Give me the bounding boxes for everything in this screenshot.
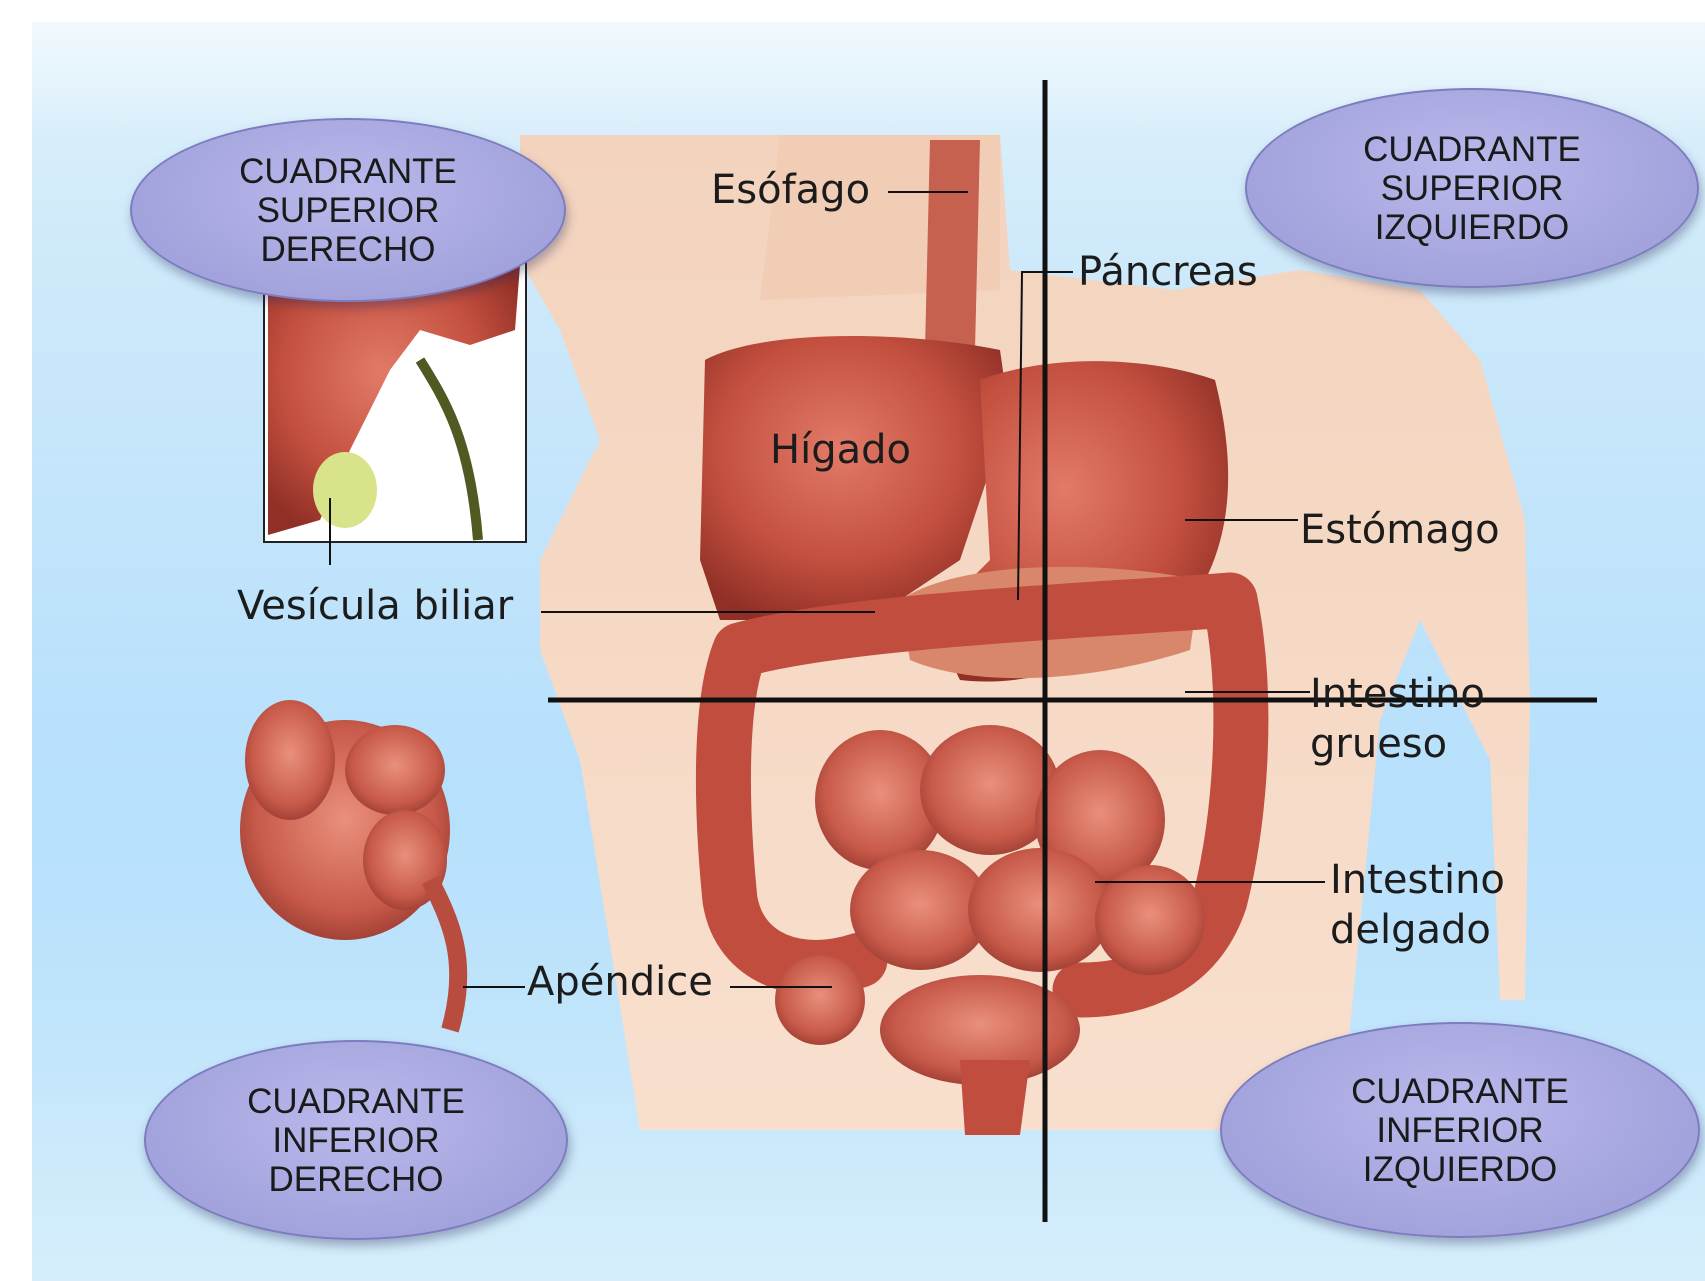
inset-cecum: [240, 700, 458, 1030]
label-intestino-delgado-2: delgado: [1330, 908, 1491, 952]
esophagus: [925, 140, 980, 350]
quadrant-inferior-izquierdo-text: CUADRANTE INFERIOR IZQUIERDO: [1351, 1072, 1569, 1189]
label-intestino-grueso-2: grueso: [1310, 722, 1447, 766]
rectum: [960, 1060, 1030, 1135]
quadrant-inferior-izquierdo: CUADRANTE INFERIOR IZQUIERDO: [1220, 1022, 1700, 1238]
label-apendice: Apéndice: [527, 960, 713, 1004]
quadrant-superior-izquierdo-text: CUADRANTE SUPERIOR IZQUIERDO: [1363, 130, 1581, 247]
label-intestino-grueso-1: Intestino: [1310, 672, 1485, 716]
quadrant-inferior-derecho: CUADRANTE INFERIOR DERECHO: [144, 1040, 568, 1240]
label-higado: Hígado: [770, 428, 911, 472]
quadrant-superior-izquierdo: CUADRANTE SUPERIOR IZQUIERDO: [1245, 88, 1699, 288]
quadrant-inferior-derecho-text: CUADRANTE INFERIOR DERECHO: [247, 1082, 465, 1199]
quadrant-superior-derecho: CUADRANTE SUPERIOR DERECHO: [130, 118, 566, 302]
label-estomago: Estómago: [1300, 508, 1500, 552]
label-pancreas: Páncreas: [1078, 250, 1258, 294]
inset-gallbladder: [313, 452, 377, 528]
label-vesicula-biliar: Vesícula biliar: [237, 584, 513, 628]
label-intestino-delgado-1: Intestino: [1330, 858, 1505, 902]
quadrant-superior-derecho-text: CUADRANTE SUPERIOR DERECHO: [239, 152, 457, 269]
label-esofago: Esófago: [711, 168, 870, 212]
